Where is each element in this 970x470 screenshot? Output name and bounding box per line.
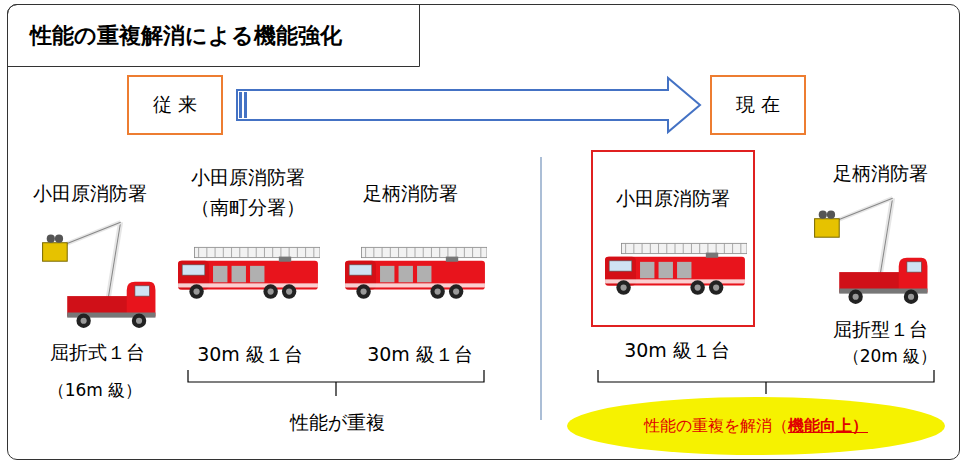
text-row: 性能の重複解消による機能強化 <box>30 21 342 51</box>
node-text: 現 在 <box>736 93 780 115</box>
node-text: 小田原消防署 <box>616 187 730 209</box>
vehicle-class: （16m 級） <box>0 379 195 401</box>
arrow-body <box>237 78 700 132</box>
text-row: 小田原消防署 <box>616 186 730 212</box>
node-text: 性能の重複解消による機能強化 <box>30 23 342 48</box>
text-row: 性能の重複を解消（機能向上） <box>644 416 868 437</box>
period-box: 従 来 <box>127 75 223 135</box>
note-text: 性能が重複 <box>237 410 437 435</box>
text-row: 現 在 <box>736 92 780 118</box>
vehicle-count: 屈折型１台 <box>800 317 960 342</box>
vehicle-count: 30m 級１台 <box>150 342 350 367</box>
vehicle-count: 30m 級１台 <box>577 338 777 363</box>
period-box: 現 在 <box>710 75 806 135</box>
result-ellipse: 性能の重複を解消（機能向上） <box>567 397 945 455</box>
arrow-tail-mark <box>244 92 247 118</box>
station-name: 足柄消防署 <box>310 181 510 206</box>
block-arrow <box>237 78 700 132</box>
node-text: 従 来 <box>153 93 197 115</box>
node-text: 性能の重複を解消（ <box>644 416 788 435</box>
vehicle-count: 30m 級１台 <box>320 342 520 367</box>
vehicle-count: 屈折式１台 <box>0 340 197 365</box>
station-name: 小田原消防署 （南町分署） <box>178 162 318 223</box>
node-text: 機能向上） <box>788 416 868 435</box>
highlight-box: 小田原消防署 <box>591 150 755 327</box>
text-row: 従 来 <box>153 92 197 118</box>
title-box: 性能の重複解消による機能強化 <box>7 4 420 67</box>
station-name: 小田原消防署 <box>0 181 190 206</box>
arrow-tail-mark <box>239 92 242 118</box>
station-name: 足柄消防署 <box>800 161 960 186</box>
vehicle-class: （20m 級） <box>820 345 960 367</box>
